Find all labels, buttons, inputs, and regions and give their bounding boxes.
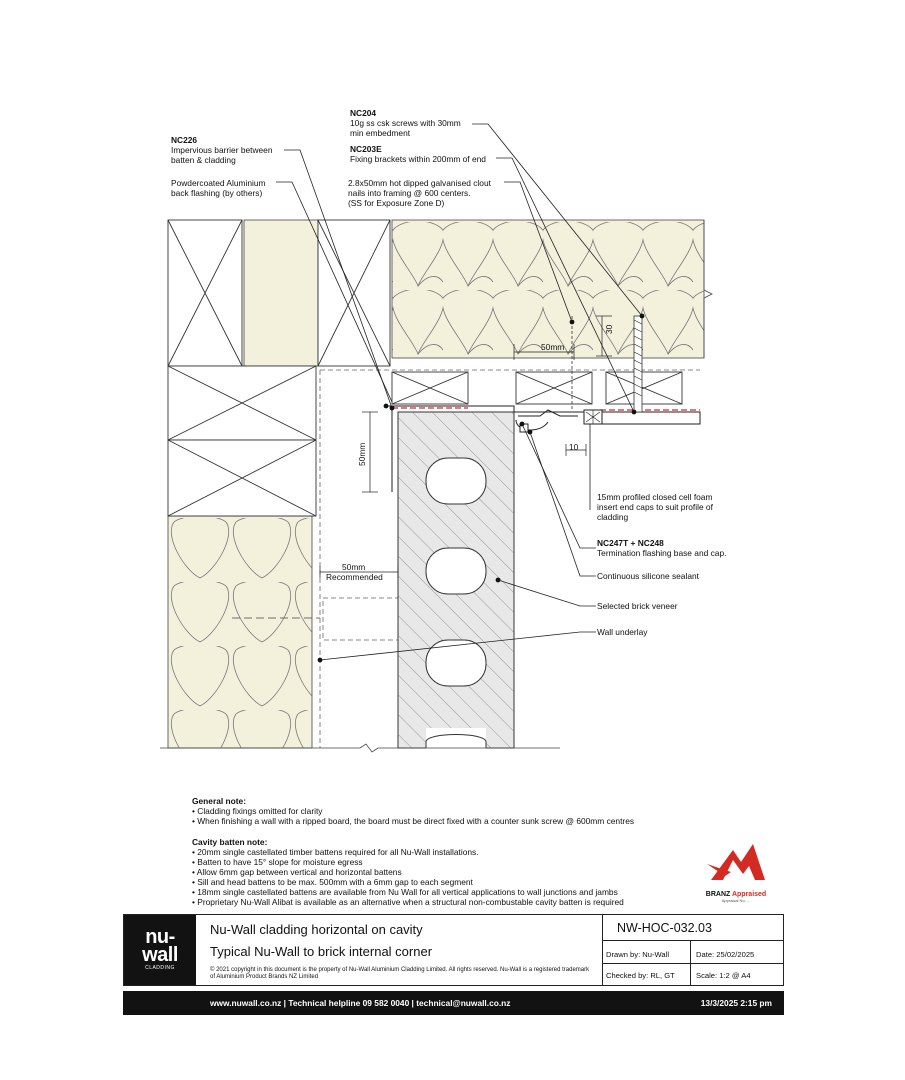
cavity-note-item: 20mm single castellated timber battens r… <box>192 847 624 857</box>
general-note: General note: Cladding fixings omitted f… <box>192 796 634 826</box>
branz-appraised-word: Appraised <box>731 891 767 898</box>
drawing-date: Date: 25/02/2025 <box>696 950 755 959</box>
branz-mark-icon <box>707 844 765 880</box>
brick-veneer <box>397 411 515 750</box>
copyright-text: © 2021 copyright in this document is the… <box>210 967 590 980</box>
drawing-title: Nu-Wall cladding horizontal on cavity <box>210 922 423 937</box>
title-divider <box>602 963 784 964</box>
branz-appraised-logo: BRANZ Appraised Appraisal No. ... <box>700 840 772 906</box>
label-nc204-line2: min embedment <box>350 128 411 138</box>
label-nc203e-code: NC203E <box>350 144 382 154</box>
footer-bar: www.nuwall.co.nz | Technical helpline 09… <box>123 991 784 1015</box>
cavity-note-item: Allow 6mm gap between vertical and horiz… <box>192 867 624 877</box>
label-nc203e-line1: Fixing brackets within 200mm of end <box>350 154 486 164</box>
general-note-item: Cladding fixings omitted for clarity <box>192 806 634 816</box>
dim-50mm-vertical: 50mm <box>357 442 367 466</box>
label-nc204: NC204 10g ss csk screws with 30mm min em… <box>350 108 461 138</box>
label-nc226-line2: batten & cladding <box>171 155 236 165</box>
drawing-number: NW-HOC-032.03 <box>617 921 712 935</box>
top-insulation <box>391 219 713 359</box>
label-foam-line1: 15mm profiled closed cell foam <box>597 492 713 502</box>
cavity-note-item: Proprietary Nu-Wall Alibat is available … <box>192 897 624 907</box>
title-divider <box>602 940 784 941</box>
label-nc226-code: NC226 <box>171 135 198 145</box>
drawing-subtitle: Typical Nu-Wall to brick internal corner <box>210 944 433 959</box>
dim-30: 30 <box>604 324 614 334</box>
cavity-note-title: Cavity batten note: <box>192 837 268 847</box>
cavity-note-item: 18mm single castellated battens are avai… <box>192 887 624 897</box>
break-lines <box>160 617 560 753</box>
impervious-barrier <box>392 407 700 411</box>
dim-50mm-top: 50mm <box>541 342 565 352</box>
drawing-scale: Scale: 1:2 @ A4 <box>696 971 751 980</box>
label-nc247-code: NC247T + NC248 <box>597 538 664 548</box>
label-flashing-line1: Powdercoated Aluminium <box>171 178 266 188</box>
label-nc204-code: NC204 <box>350 108 377 118</box>
nuwall-logo: nu- wall CLADDING <box>124 915 196 985</box>
general-note-title: General note: <box>192 796 246 806</box>
cavity-batten-note: Cavity batten note: 20mm single castella… <box>192 837 624 907</box>
title-block: nu- wall CLADDING Nu-Wall cladding horiz… <box>123 914 784 986</box>
label-foam-insert: 15mm profiled closed cell foam insert en… <box>597 492 713 522</box>
label-foam-line3: cladding <box>597 512 629 522</box>
label-flashing-line2: back flashing (by others) <box>171 188 263 198</box>
general-note-item: When finishing a wall with a ripped boar… <box>192 816 634 826</box>
cavity-note-item: Batten to have 15° slope for moisture eg… <box>192 857 624 867</box>
footer-contact: www.nuwall.co.nz | Technical helpline 09… <box>210 998 511 1008</box>
drawn-by: Drawn by: Nu-Wall <box>606 950 670 959</box>
label-clout-line2: nails into framing @ 600 centers. <box>348 188 471 198</box>
label-nc226: NC226 Impervious barrier between batten … <box>171 135 272 165</box>
dim-recommended: Recommended <box>326 572 383 582</box>
cavity-note-item: Sill and head battens to be max. 500mm w… <box>192 877 624 887</box>
logo-line1: nu- <box>145 926 175 948</box>
label-clout-line1: 2.8x50mm hot dipped galvanised clout <box>348 178 491 188</box>
cavity-note-list: 20mm single castellated timber battens r… <box>192 847 624 907</box>
timber-framing <box>167 219 391 517</box>
label-clout-line3: (SS for Exposure Zone D) <box>348 198 445 208</box>
logo-line2: wall <box>142 944 178 966</box>
logo-line3: CLADDING <box>145 965 175 971</box>
leader-lines <box>276 123 643 661</box>
label-nc247-line1: Termination flashing base and cap. <box>597 548 727 558</box>
general-note-list: Cladding fixings omitted for clarity Whe… <box>192 806 634 826</box>
title-divider <box>690 940 691 985</box>
branz-appraisal-no: Appraisal No. ... <box>721 898 751 903</box>
leader-dots <box>317 313 645 663</box>
label-clout-nails: 2.8x50mm hot dipped galvanised clout nai… <box>348 178 491 208</box>
label-nc247: NC247T + NC248 Termination flashing base… <box>597 538 726 558</box>
cladding-panel <box>514 409 701 433</box>
screw <box>633 315 643 413</box>
branz-label: BRANZ Appraised <box>700 891 772 898</box>
dim-10: 10 <box>569 442 579 452</box>
label-nc226-line1: Impervious barrier between <box>171 145 273 155</box>
label-back-flashing: Powdercoated Aluminium back flashing (by… <box>171 178 266 198</box>
label-nc204-line1: 10g ss csk screws with 30mm <box>350 118 461 128</box>
label-wall-underlay: Wall underlay <box>597 627 648 637</box>
label-nc203e: NC203E Fixing brackets within 200mm of e… <box>350 144 486 164</box>
dim-50mm-recommended: 50mm <box>342 562 366 572</box>
cavity-battens <box>391 371 683 405</box>
checked-by: Checked by: RL, GT <box>606 971 675 980</box>
branz-word: BRANZ <box>705 891 731 898</box>
title-divider <box>602 915 603 985</box>
label-foam-line2: insert end caps to suit profile of <box>597 502 713 512</box>
back-flashing <box>388 405 515 492</box>
dimension-lines <box>319 315 612 578</box>
footer-timestamp: 13/3/2025 2:15 pm <box>700 998 772 1008</box>
label-sealant: Continuous silicone sealant <box>597 571 699 581</box>
label-brick-veneer: Selected brick veneer <box>597 601 678 611</box>
